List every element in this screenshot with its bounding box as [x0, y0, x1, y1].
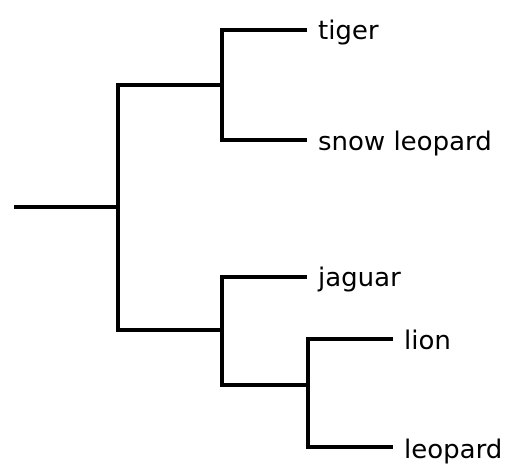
tree-branches — [14, 28, 393, 449]
tip-label-leopard: leopard — [404, 435, 502, 465]
tip-label-jaguar: jaguar — [317, 263, 401, 293]
tip-labels: tiger snow leopard jaguar lion leopard — [317, 16, 502, 465]
tip-label-tiger: tiger — [318, 16, 379, 46]
tip-label-lion: lion — [404, 326, 451, 356]
tip-label-snow-leopard: snow leopard — [318, 127, 492, 157]
